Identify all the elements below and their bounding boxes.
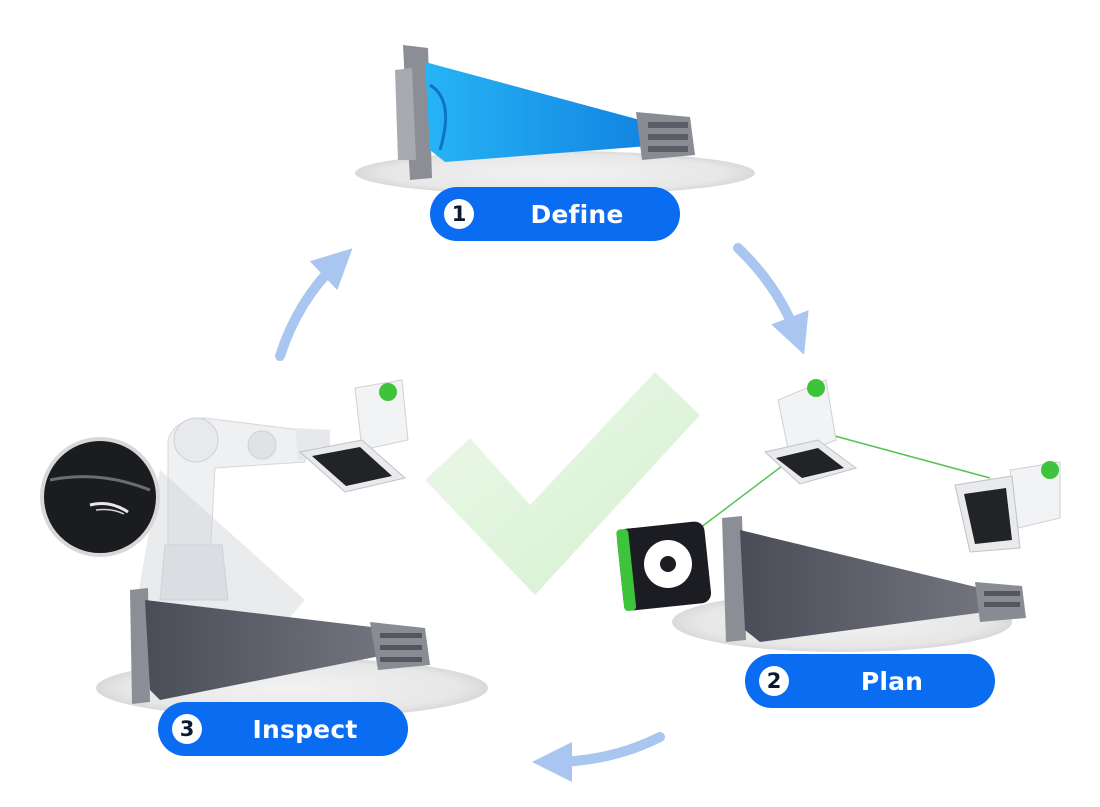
magnifier-icon [40,437,160,557]
step-label: Plan [860,666,924,696]
step-number: 2 [759,666,789,696]
turntable [355,151,755,195]
step-number: 1 [444,199,474,229]
cycle-arrow-icon [275,248,353,361]
sensor-head-icon [763,379,858,485]
step-inspect-pill: 3 Inspect [158,702,408,756]
define-illustration [355,45,755,195]
cycle-arrow-icon [733,243,809,355]
step-label: Inspect [252,714,358,744]
step-label: Define [530,199,624,229]
step-define-pill: 1 Define [430,187,680,241]
blade-inspect [145,600,385,700]
cycle-arrow-icon [532,732,665,782]
blade-plan [740,530,985,642]
sensor-head-icon [298,379,409,493]
inspect-illustration [40,379,488,718]
sensor-head-icon [954,461,1061,553]
checkmark-icon [425,372,700,595]
target-marker-icon [616,521,712,611]
plan-illustration [616,379,1061,652]
cycle-arrows [275,243,809,782]
blade-define [425,62,648,162]
step-plan-pill: 2 Plan [745,654,995,708]
step-number: 3 [172,714,202,744]
